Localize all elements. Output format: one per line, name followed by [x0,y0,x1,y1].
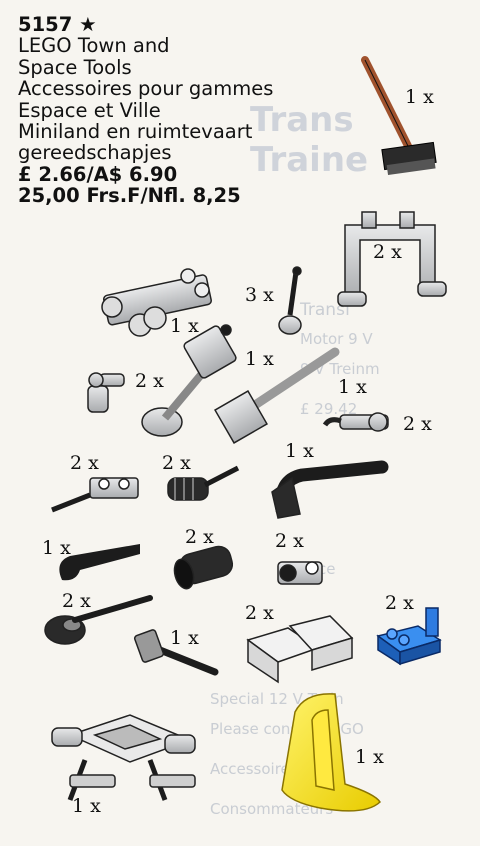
yellow-tank-icon [281,693,381,812]
ghost-heading-2: Traine [250,140,369,180]
blue-plate-icon [376,607,442,666]
qty-broom: 1 x [405,86,434,108]
engine-icon [173,545,234,590]
set-number: 5157 [18,13,73,36]
title-fr-1: Accessoires pour gammes [18,77,274,101]
ghost-line: Transf [300,300,351,320]
ghost-line: £ 29.42 [300,400,358,418]
qty-hinge-clip: 2 x [135,370,164,392]
ghost-line: Consommateurs [210,800,334,818]
wrench-icon [59,544,141,581]
star-icon: ★ [79,13,97,36]
qty-bricks-grey: 2 x [245,602,274,624]
hinge-clip-icon [87,372,125,413]
hose-icon [271,460,389,519]
qty-hammer: 1 x [170,627,199,649]
qty-yellow-tank: 1 x [355,746,384,768]
spring-icon [167,465,240,501]
frame-icon [51,714,196,801]
arch-icon [337,211,447,307]
qty-wrench: 1 x [42,537,71,559]
ghost-heading: Trans [250,100,354,140]
title-nl-1: Miniland en ruimtevaart [18,120,253,144]
title-fr-2: Espace et Ville [18,98,161,122]
title-en-2: Space Tools [18,55,132,79]
ghost-line: Motor 9 V [300,330,373,348]
round-plate-icon [44,595,153,645]
camera-brick-icon [101,268,212,337]
qty-shovel: 1 x [338,376,367,398]
qty-knob-plate: 2 x [275,530,304,552]
qty-plate-wrench: 2 x [70,452,99,474]
qty-engine: 2 x [185,526,214,548]
qty-round-plate: 2 x [62,590,91,612]
qty-arm: 1 x [245,348,274,370]
shovel-icon [214,347,340,444]
title-nl-2: gereedschapjes [18,141,172,165]
qty-blue-plate: 2 x [385,592,414,614]
qty-hose: 1 x [285,440,314,462]
knob-plate-icon [277,561,323,585]
qty-antenna: 3 x [245,284,274,306]
clip-arm-icon [322,412,389,432]
hammer-icon [133,629,219,676]
arm-icon [141,324,237,437]
qty-clip-arm: 2 x [403,413,432,435]
price-frf-nfl: 25,00 Frs.F/Nfl. 8,25 [18,184,241,208]
broom-icon [361,56,437,176]
qty-camera: 1 x [170,315,199,337]
qty-frame: 1 x [72,795,101,817]
set-number-line: 5157 ★ [18,14,273,35]
qty-arch: 2 x [373,241,402,263]
title-en-1: LEGO Town and [18,34,170,58]
product-header: 5157 ★ LEGO Town and Space Tools Accesso… [18,14,273,207]
plate-wrench-icon [51,477,139,513]
grey-bricks-icon [246,615,354,684]
price-gbp-aud: £ 2.66/A$ 6.90 [18,162,178,186]
antenna-icon [278,266,302,335]
qty-spring: 2 x [162,452,191,474]
